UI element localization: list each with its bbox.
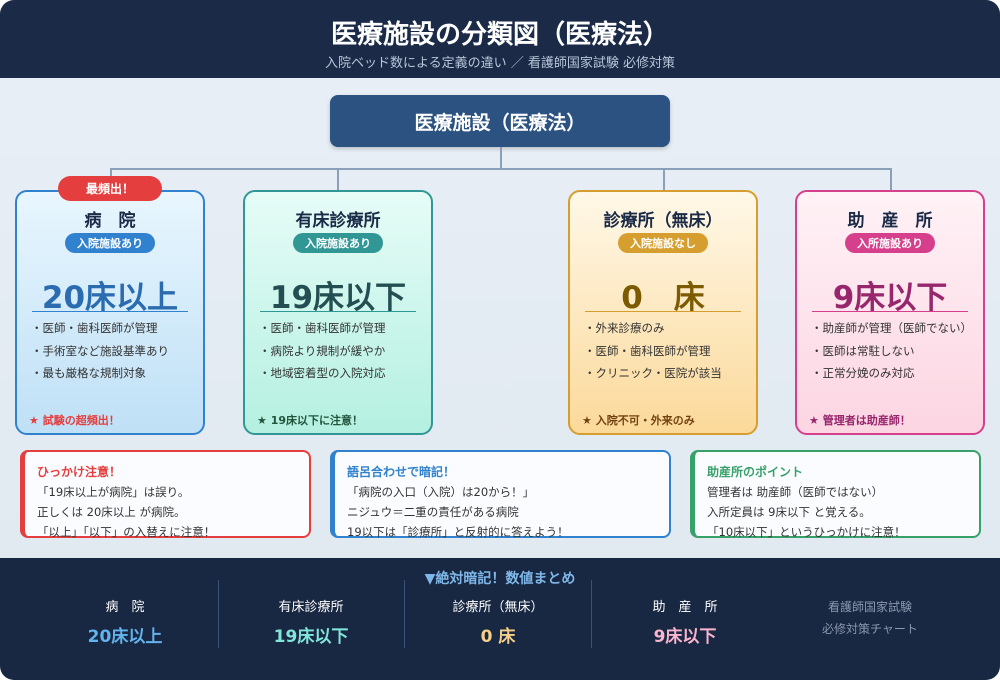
bullet: ・医師・歯科医師が管理 [31,321,158,335]
summary-label: 有床診療所 [278,600,344,615]
summary-value: 9床以下 [653,627,717,647]
card-badge: 入院施設あり [293,233,383,253]
bullet: ・助産師が管理（医師でない） [811,321,972,335]
note-trap: ひっかけ注意！ 「19床以上が病院」は誤り。 正しくは 20床以上 が病院。 「… [20,450,311,539]
note-line: 「病院の入口（入院）は20から！」 [347,485,535,499]
summary-midwife: 助 産 所 9床以下 [592,596,778,647]
card-clinic-no-beds: 診療所（無床） 入院施設なし 0 床 ・外来診療のみ・医師・歯科医師が管理・クリ… [568,190,758,435]
summary-footer: 看護師国家試験必修対策チャート [790,596,950,640]
note-line: 管理者は 助産師（医師ではない） [707,485,884,499]
page-subtitle: 入院ベッド数による定義の違い ／ 看護師国家試験 必修対策 [324,56,675,71]
card-footer: ★ 19床以下に注意！ [257,414,363,427]
summary-label: 助 産 所 [652,600,718,615]
footer-line: 看護師国家試験 [827,600,912,614]
summary-value: 20床以上 [87,627,163,647]
summary-hospital: 病 院 20床以上 [32,596,218,647]
note-line: 19以下は「診療所」と反射的に答えよう！ [347,525,569,539]
summary-value: 19床以下 [273,627,349,647]
note-midwife: 助産所のポイント 管理者は 助産師（医師ではない） 入所定員は 9床以下 と覚え… [690,450,981,539]
card-title: 有床診療所 [295,211,381,231]
card-clinic-with-beds: 有床診療所 入院施設あり 19床以下 ・医師・歯科医師が管理・病院より規制が緩や… [243,190,433,435]
page-title: 医療施設の分類図（医療法） [330,20,669,50]
summary-clinic-beds: 有床診療所 19床以下 [218,596,404,647]
bed-count: 0 床 [621,280,705,316]
summary-label: 病 院 [105,600,145,615]
bullet: ・クリニック・医院が該当 [584,366,722,380]
bed-count: 9床以下 [832,280,948,316]
bullet: ・最も厳格な規制対象 [31,366,146,380]
summary-value: 0 床 [480,627,516,647]
note-title: 語呂合わせで暗記！ [347,465,456,479]
card-badge: 入院施設なし [618,233,708,253]
card-footer: ★ 入院不可・外来のみ [582,414,695,427]
most-frequent-tag: 最頻出！ [58,176,162,201]
bullet: ・正常分娩のみ対応 [811,366,915,380]
bullet: ・病院より規制が緩やか [259,343,386,358]
divider [260,311,416,312]
card-title: 助 産 所 [847,211,933,231]
note-line: 入所定員は 9床以下 と覚える。 [707,505,871,519]
note-mnemonic: 語呂合わせで暗記！ 「病院の入口（入院）は20から！」 ニジュウ＝二重の責任があ… [330,450,671,539]
note-title: ひっかけ注意！ [37,465,122,479]
card-title: 病 院 [84,211,136,231]
note-line: 「19床以上が病院」は誤り。 [37,485,190,499]
footer-line: 必修対策チャート [822,622,918,636]
summary-label: 診療所（無床） [452,600,544,615]
note-title: 助産所のポイント [707,465,804,479]
connector [890,168,892,190]
note-line: 正しくは 20床以上 が病院。 [37,505,186,519]
header: 医療施設の分類図（医療法） 入院ベッド数による定義の違い ／ 看護師国家試験 必… [0,0,1000,78]
connector [500,147,502,169]
divider [404,580,405,648]
bed-count: 19床以下 [269,280,407,316]
summary-band: ▼絶対暗記！数値まとめ 病 院 20床以上 有床診療所 19床以下 診療所（無床） 0… [0,558,1000,680]
bullet: ・医師・歯科医師が管理 [259,321,386,335]
bullet: ・医師は常駐しない [811,343,915,358]
divider [812,311,968,312]
bullet: ・手術室など施設基準あり [31,343,169,358]
bullet: ・外来診療のみ [584,321,665,335]
note-line: ニジュウ＝二重の責任がある病院 [347,505,519,519]
card-badge: 入院施設あり [65,233,155,253]
card-footer: ★ 試験の超頻出！ [29,414,120,427]
connector [110,168,892,170]
divider [32,311,188,312]
card-badge: 入所施設あり [845,233,935,253]
summary-clinic: 診療所（無床） 0 床 [405,596,591,647]
divider [585,311,741,312]
divider [591,580,592,648]
note-line: 「以上」「以下」の入替えに注意！ [37,525,216,539]
bullet: ・地域密着型の入院対応 [259,366,386,380]
summary-title: ▼絶対暗記！数値まとめ [424,571,576,587]
bed-count: 20床以上 [41,280,179,316]
card-hospital: 病 院 入院施設あり 20床以上 ・医師・歯科医師が管理・手術室など施設基準あり… [15,190,205,435]
connector [663,168,665,190]
divider [218,580,219,648]
connector [337,168,339,190]
bullet: ・医師・歯科医師が管理 [584,343,711,358]
card-midwifery-home: 助 産 所 入所施設あり 9床以下 ・助産師が管理（医師でない） ・医師は常駐しな… [795,190,985,435]
root-node: 医療施設（医療法） [330,95,670,147]
card-title: 診療所（無床） [603,211,723,231]
card-footer: ★ 管理者は助産師！ [809,414,911,427]
note-line: 「10床以下」というひっかけに注意！ [707,525,906,539]
